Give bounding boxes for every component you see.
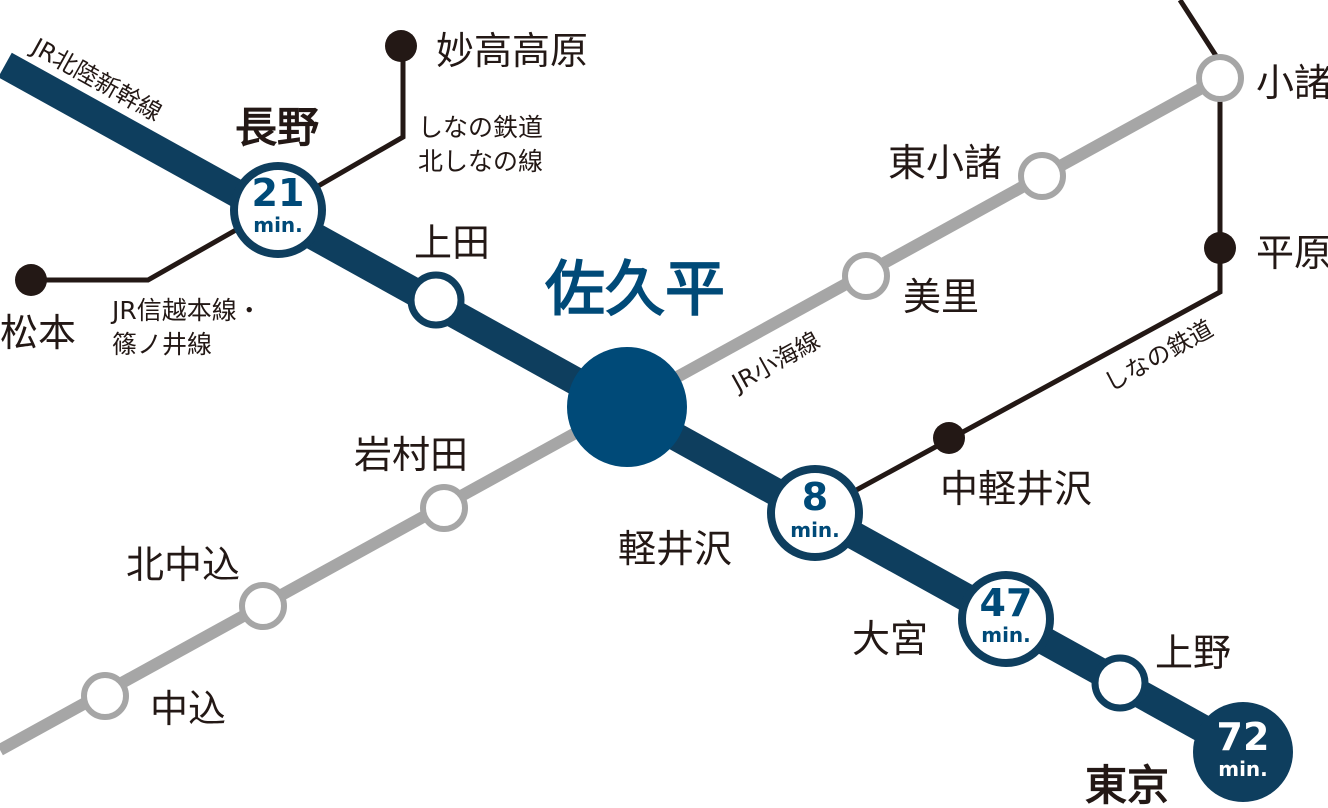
line-name-shinonoi-2: 篠ノ井線 [112,330,212,359]
station-name-ueda: 上田 [414,221,490,265]
station-marker-hirahara [1204,232,1236,264]
station-marker-iwamurada [420,484,468,532]
station-marker-matsumoto [15,264,47,296]
station-name-omiya: 大宮 [852,617,928,661]
station-name-komoro: 小諸 [1256,61,1328,105]
time-nagano: 21 [252,171,305,215]
time-tokyo: 72 [1217,715,1270,759]
station-marker-komoro [1196,54,1244,102]
station-marker-karuizawa [767,465,863,561]
station-name-higashikomoro: 東小諸 [888,141,1002,185]
station-name-iwamurada: 岩村田 [354,433,468,477]
station-marker-nakakaruizawa [933,422,965,454]
station-name-kitanakagomi: 北中込 [126,543,240,587]
line-name-shinano-north-2: 北しなの線 [418,147,543,176]
station-name-nagano: 長野 [235,103,319,152]
station-marker-tokyo [1193,702,1293,802]
station-name-nakakaruizawa: 中軽井沢 [940,467,1092,511]
shinano-north-line [292,47,406,203]
time-unit-nagano: min. [253,213,303,237]
shinano-east-line [836,0,1223,503]
station-name-matsumoto: 松本 [0,311,76,355]
line-name-shinonoi-1: JR信越本線・ [110,296,262,325]
time-karuizawa: 8 [802,475,828,519]
station-marker-kitanakagomi [239,582,287,630]
station-name-nakagomi: 中込 [150,687,226,731]
station-name-misato: 美里 [903,275,979,319]
time-unit-tokyo: min. [1218,757,1268,781]
station-marker-myoko [385,30,417,62]
station-name-hirahara: 平原 [1256,231,1328,275]
time-unit-omiya: min. [981,623,1031,647]
station-name-tokyo: 東京 [1085,761,1169,808]
station-marker-misato [842,252,890,300]
station-name-ueno: 上野 [1155,631,1231,675]
station-marker-hub [567,347,687,467]
time-unit-karuizawa: min. [790,518,840,542]
station-marker-nakagomi [81,672,129,720]
station-name-hub: 佐久平 [544,255,725,325]
station-marker-higashikomoro [1018,152,1066,200]
station-marker-ueda [407,271,465,329]
station-marker-omiya [958,571,1054,667]
station-name-karuizawa: 軽井沢 [618,527,732,571]
time-omiya: 47 [980,581,1033,625]
station-name-myoko: 妙高高原 [436,29,588,73]
shinonoi-line [32,219,252,283]
station-marker-ueno [1091,654,1149,712]
line-name-shinano-north-1: しなの鉄道 [418,113,543,142]
station-marker-nagano [230,162,326,258]
